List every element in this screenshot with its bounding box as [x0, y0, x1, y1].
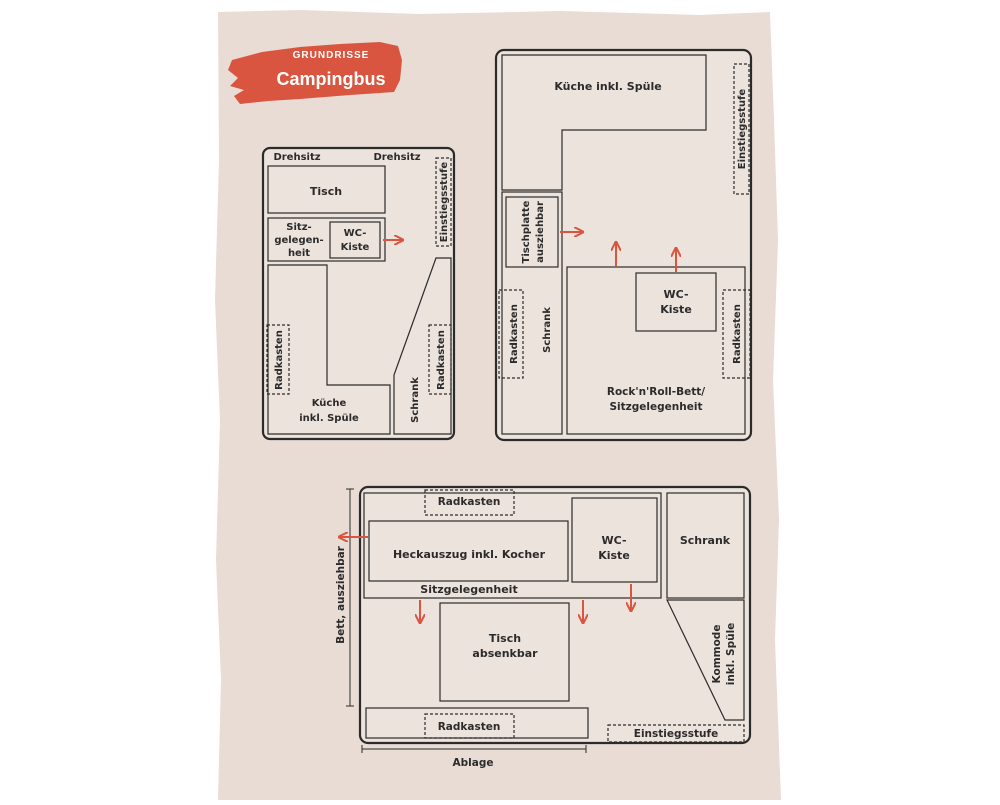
plan-b-radkasten-left-box	[498, 289, 524, 379]
plan-c-outline	[358, 485, 752, 745]
plan-a-einstieg-label: Einstiegsstufe	[439, 162, 450, 243]
plan-c-einstieg-label: Einstiegsstufe	[634, 728, 718, 740]
plan-c-kommode-label-1: Kommode	[711, 625, 723, 684]
plan-b-radkasten-right-label: Radkasten	[732, 304, 743, 364]
plan-b-schrank-label: Schrank	[542, 307, 553, 353]
plan-b-wc-label-2: Kiste	[660, 303, 692, 316]
plan-a-radkasten-right-label: Radkasten	[436, 330, 447, 390]
plan-c-bett-label: Bett, ausziehbar	[335, 545, 347, 644]
plan-b-bett-label-2: Sitzgelegenheit	[610, 401, 703, 413]
plan-c-wc-box	[571, 497, 658, 583]
brush-stroke	[228, 42, 402, 104]
plan-b-bett-box	[566, 266, 746, 435]
header-title: Campingbus	[276, 69, 385, 89]
plan-c-sitz-label: Sitzgelegenheit	[420, 583, 517, 596]
plan-b-kueche-label: Küche inkl. Spüle	[554, 80, 661, 93]
plan-a-sitz-label-3: heit	[288, 248, 310, 259]
plan-b-einstieg-label: Einstiegsstufe	[737, 89, 748, 170]
plan-c-radkasten-bottom-dashed	[424, 713, 515, 739]
plan-a-radkasten-left-box	[266, 324, 290, 395]
plan-b-tischplatte-label-1: Tischplatte	[521, 200, 532, 263]
plan-a-wc-label-2: Kiste	[341, 242, 370, 253]
plan-c-radkasten-top-label: Radkasten	[438, 496, 501, 508]
plan-b-outline	[494, 48, 753, 442]
plan-c-schrank-box	[666, 492, 745, 599]
plan-b-wc-box	[635, 272, 717, 332]
plan-c-kommode-label-2: inkl. Spüle	[725, 623, 737, 686]
plan-a-drehsitz-left: Drehsitz	[273, 152, 320, 163]
plan-a-einstieg-box	[435, 157, 452, 247]
plan-b-tischplatte-box	[505, 196, 559, 268]
plan-a-outline	[261, 146, 456, 441]
plan-a-kueche-label-2: inkl. Spüle	[299, 413, 359, 424]
plan-b-einstieg-box	[733, 63, 750, 195]
plan-c	[340, 485, 752, 753]
plan-c-tisch-label-1: Tisch	[489, 632, 521, 645]
plan-a-labels: Drehsitz Drehsitz Tisch Sitz- gelegen- h…	[273, 152, 450, 424]
plan-a-schrank-shape	[393, 257, 452, 435]
plan-c-heckauszug-label: Heckauszug inkl. Kocher	[393, 548, 546, 561]
plan-a-wc-label-1: WC-	[344, 228, 367, 239]
plan-c-kommode-shape	[666, 599, 745, 721]
plan-b-wc-label-1: WC-	[663, 288, 688, 301]
plan-c-schrank-label: Schrank	[680, 534, 731, 547]
plan-b-schrank-box	[501, 191, 563, 435]
plan-c-ablage-label: Ablage	[453, 757, 494, 769]
plan-c-einstieg-box	[607, 724, 745, 743]
plan-a-radkasten-left-label: Radkasten	[274, 330, 285, 390]
header-badge: GRUNDRISSE Campingbus	[228, 42, 402, 104]
plan-a-drehsitz-right: Drehsitz	[373, 152, 420, 163]
header-kicker: GRUNDRISSE	[293, 50, 370, 61]
plan-a-sitz-label-2: gelegen-	[274, 235, 323, 246]
plan-a-tisch-box	[267, 165, 386, 214]
plan-b-labels: Küche inkl. Spüle Einstiegsstufe Tischpl…	[509, 80, 748, 413]
plan-a-kueche-shape	[267, 264, 391, 435]
plan-a-tisch-label: Tisch	[310, 185, 342, 198]
plan-c-heckauszug-box	[368, 520, 569, 582]
plan-b-kueche-shape	[501, 54, 707, 191]
plan-c-tisch-box	[439, 602, 570, 702]
plan-a-kueche-label-1: Küche	[312, 398, 347, 409]
plan-a	[261, 146, 456, 441]
plan-b-tischplatte-label-2: ausziehbar	[535, 201, 546, 263]
plan-a-wc-box	[329, 221, 381, 259]
plan-a-schrank-label: Schrank	[410, 377, 421, 423]
plan-c-radkasten-bottom-label: Radkasten	[438, 721, 501, 733]
plan-c-tisch-label-2: absenkbar	[472, 647, 538, 660]
plan-c-labels: Radkasten Heckauszug inkl. Kocher WC- Ki…	[335, 496, 737, 769]
plan-c-sitz-box	[363, 492, 662, 599]
plan-b-bett-label-1: Rock'n'Roll-Bett/	[607, 386, 705, 398]
plan-b-radkasten-right-box	[722, 289, 751, 379]
plan-c-wc-label-1: WC-	[601, 534, 626, 547]
plan-b-radkasten-left-label: Radkasten	[509, 304, 520, 364]
plan-c-radkasten-top-box	[424, 489, 515, 516]
plan-c-wc-label-2: Kiste	[598, 549, 630, 562]
plan-a-sitz-label-1: Sitz-	[286, 222, 311, 233]
plan-b	[494, 48, 753, 442]
